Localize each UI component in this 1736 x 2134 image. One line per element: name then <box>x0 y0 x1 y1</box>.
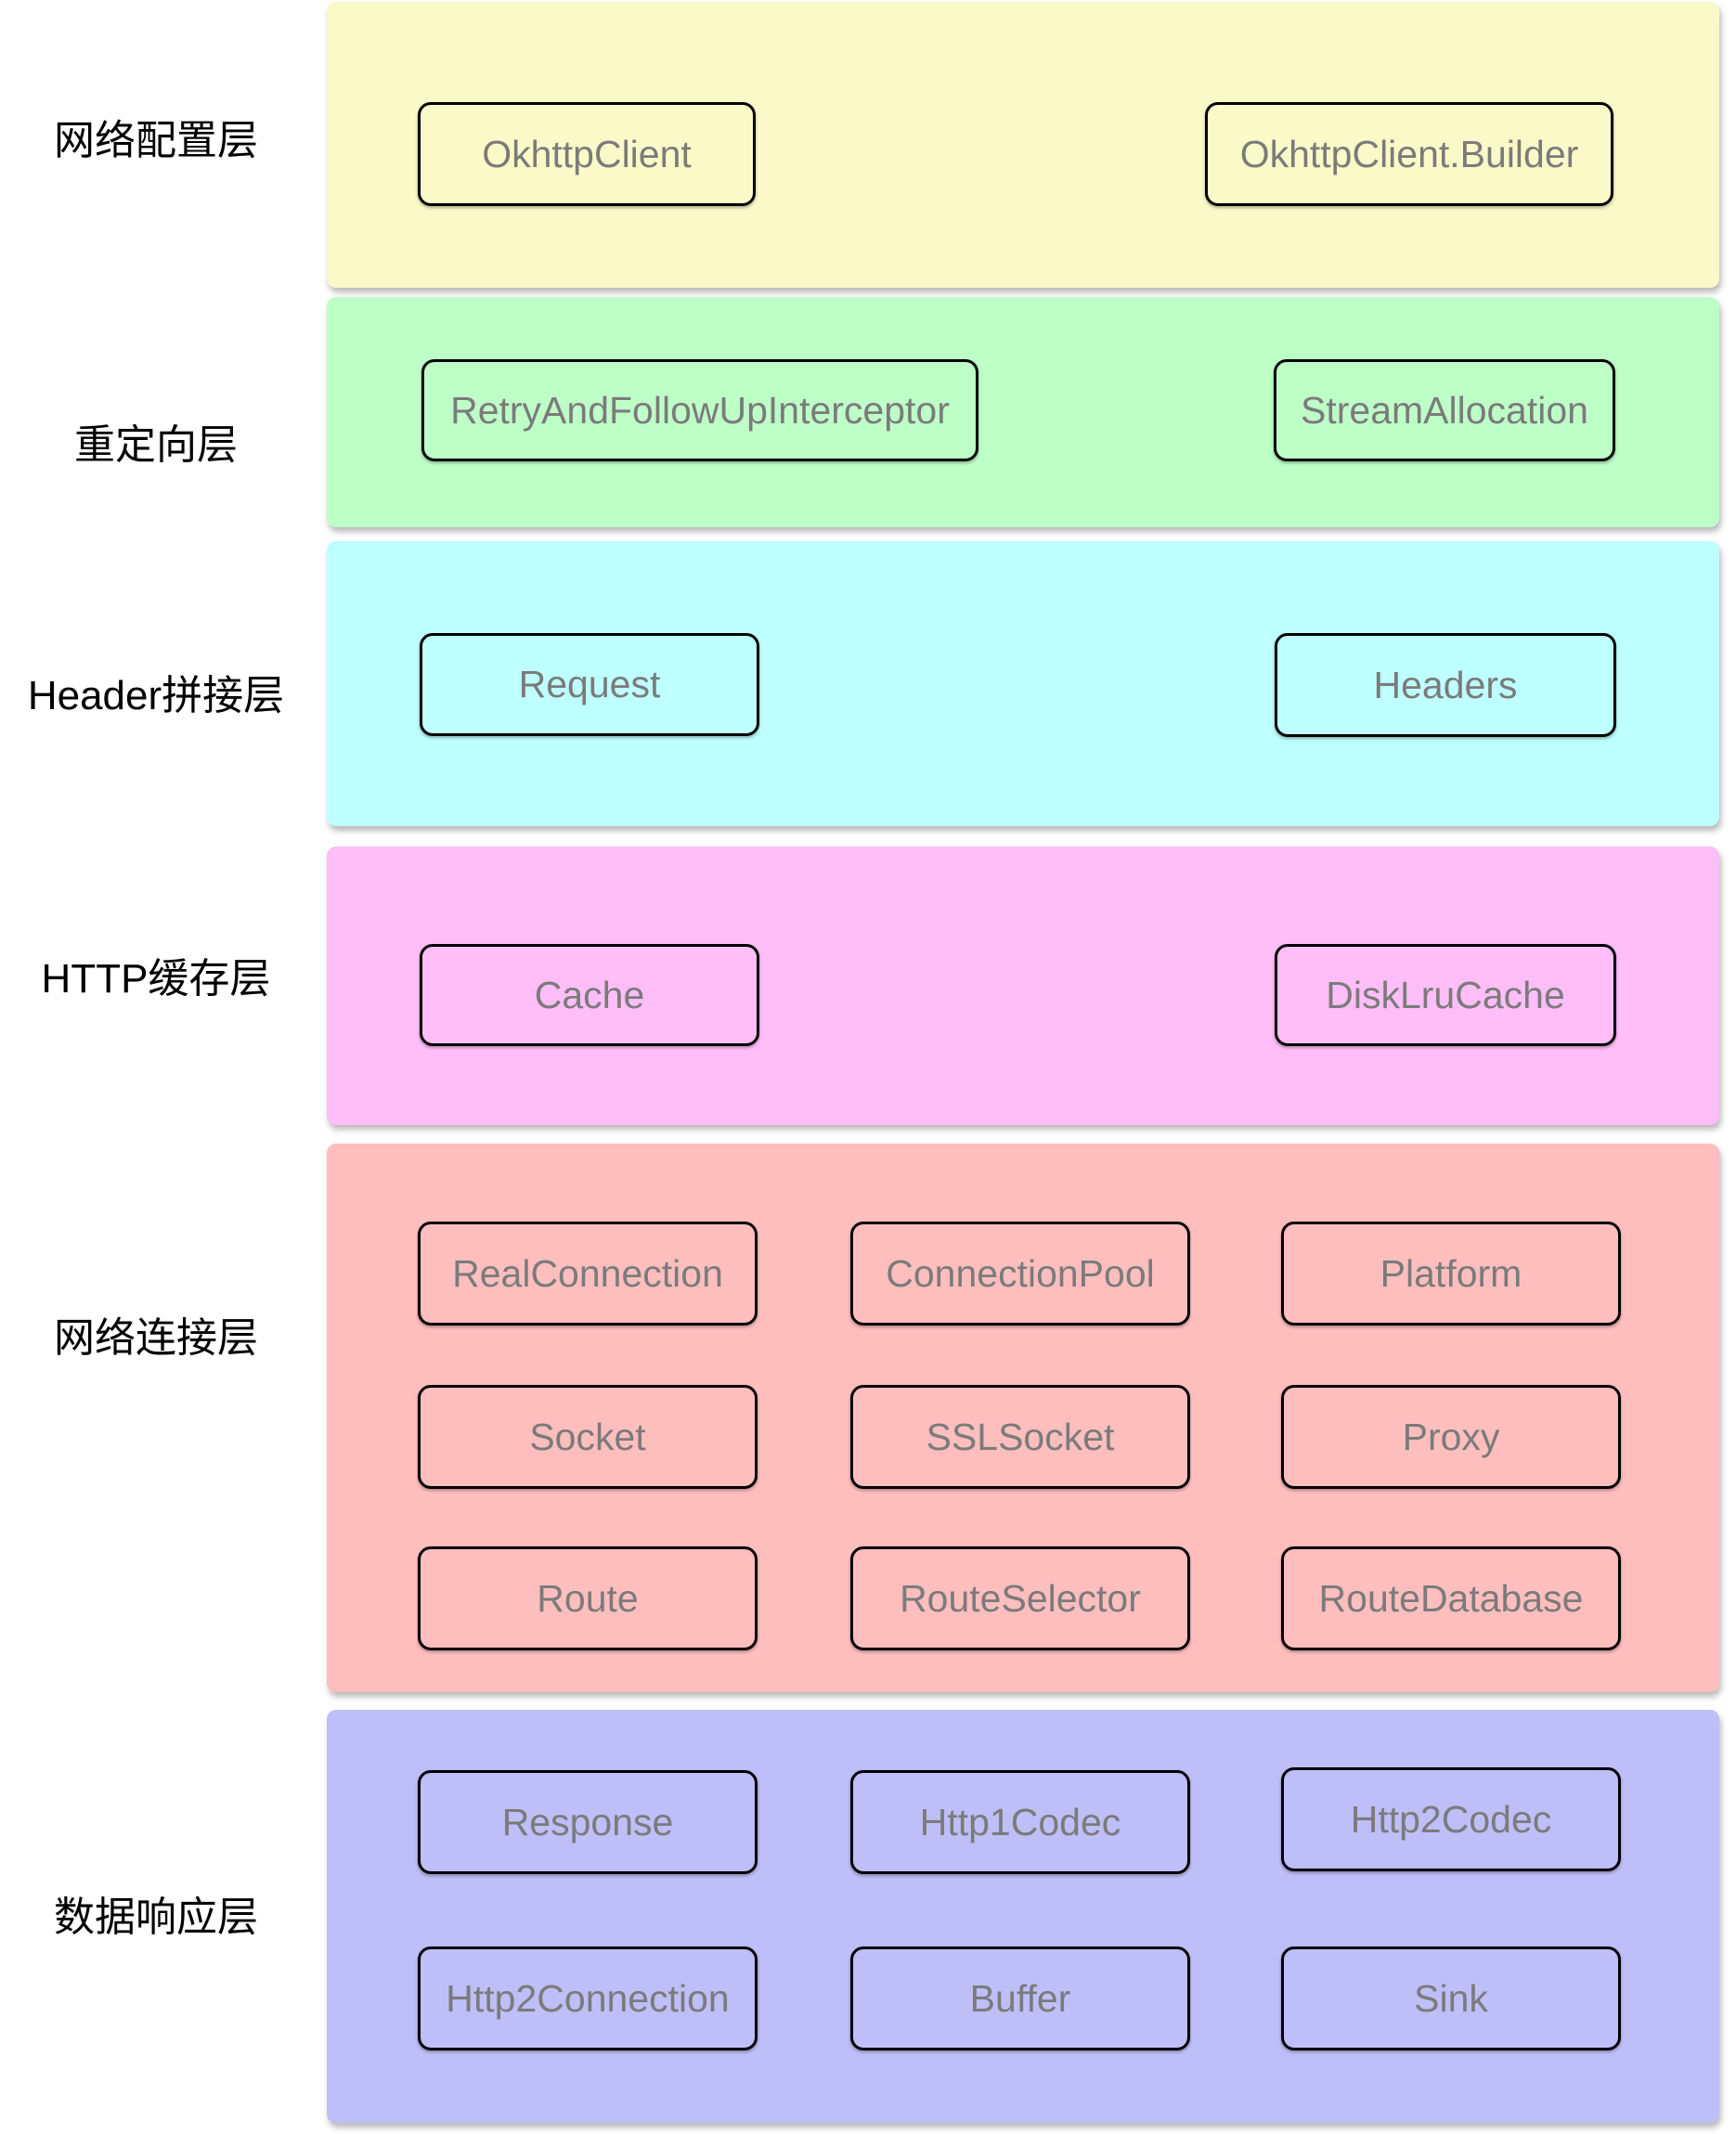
class-box-response: Response <box>418 1770 758 1874</box>
class-box-sink: Sink <box>1281 1946 1621 2050</box>
class-box-label: DiskLruCache <box>1326 973 1565 1016</box>
layer-label-header-splice: Header拼接层 <box>27 673 285 718</box>
class-box-label: ConnectionPool <box>886 1251 1155 1295</box>
class-box-label: Route <box>537 1576 639 1620</box>
layer-label-network-config: 网络配置层 <box>54 118 258 163</box>
class-box-connectionpool: ConnectionPool <box>850 1222 1190 1326</box>
class-box-routeselector: RouteSelector <box>850 1546 1190 1650</box>
layer-band-network-connect: RealConnection ConnectionPool Platform S… <box>327 1144 1719 1692</box>
class-box-label: StreamAllocation <box>1301 388 1588 432</box>
class-box-buffer: Buffer <box>850 1946 1190 2050</box>
class-box-headers: Headers <box>1275 633 1616 737</box>
class-box-label: SSLSocket <box>926 1415 1115 1458</box>
class-box-label: Socket <box>529 1415 646 1458</box>
class-box-route: Route <box>418 1546 758 1650</box>
class-box-label: Sink <box>1414 1976 1488 2020</box>
class-box-label: Platform <box>1380 1251 1522 1295</box>
layer-label-data-response: 数据响应层 <box>54 1895 258 1940</box>
class-box-label: OkhttpClient <box>482 132 692 175</box>
class-box-label: Proxy <box>1402 1415 1500 1458</box>
class-box-proxy: Proxy <box>1281 1385 1621 1489</box>
class-box-label: Http2Codec <box>1350 1797 1552 1841</box>
class-box-realconnection: RealConnection <box>418 1222 758 1326</box>
class-box-okhttpclient-builder: OkhttpClient.Builder <box>1205 102 1613 206</box>
layer-band-header-splice: Request Headers <box>327 541 1719 826</box>
class-box-http2connection: Http2Connection <box>418 1946 758 2050</box>
layer-band-data-response: Response Http1Codec Http2Codec Http2Conn… <box>327 1710 1719 2123</box>
layer-band-http-cache: Cache DiskLruCache <box>327 847 1719 1125</box>
class-box-retryandfollowupinterceptor: RetryAndFollowUpInterceptor <box>421 359 978 461</box>
class-box-label: RealConnection <box>452 1251 723 1295</box>
class-box-label: Http2Connection <box>446 1976 730 2020</box>
class-box-label: Response <box>501 1800 674 1843</box>
class-box-label: Request <box>518 663 661 705</box>
class-box-http2codec: Http2Codec <box>1281 1767 1621 1871</box>
class-box-socket: Socket <box>418 1385 758 1489</box>
class-box-request: Request <box>420 633 759 736</box>
layer-label-redirect: 重定向层 <box>74 422 238 468</box>
class-box-label: RouteDatabase <box>1318 1576 1584 1620</box>
class-box-label: RouteSelector <box>900 1576 1141 1620</box>
class-box-disklrucache: DiskLruCache <box>1275 944 1616 1046</box>
layer-label-http-cache: HTTP缓存层 <box>41 956 271 1002</box>
class-box-label: Headers <box>1373 663 1518 706</box>
class-box-platform: Platform <box>1281 1222 1621 1326</box>
class-box-cache: Cache <box>420 944 759 1046</box>
class-box-label: OkhttpClient.Builder <box>1239 132 1579 175</box>
layer-label-network-connect: 网络连接层 <box>54 1315 258 1361</box>
class-box-http1codec: Http1Codec <box>850 1770 1190 1874</box>
class-box-streamallocation: StreamAllocation <box>1274 359 1615 461</box>
layer-band-network-config: OkhttpClient OkhttpClient.Builder <box>327 2 1719 288</box>
class-box-routedatabase: RouteDatabase <box>1281 1546 1621 1650</box>
class-box-label: Http1Codec <box>919 1800 1121 1843</box>
class-box-label: Buffer <box>969 1976 1071 2020</box>
class-box-label: Cache <box>534 973 645 1016</box>
class-box-sslsocket: SSLSocket <box>850 1385 1190 1489</box>
class-box-okhttpclient: OkhttpClient <box>418 102 756 206</box>
layer-band-redirect: RetryAndFollowUpInterceptor StreamAlloca… <box>327 297 1719 527</box>
class-box-label: RetryAndFollowUpInterceptor <box>450 388 950 432</box>
